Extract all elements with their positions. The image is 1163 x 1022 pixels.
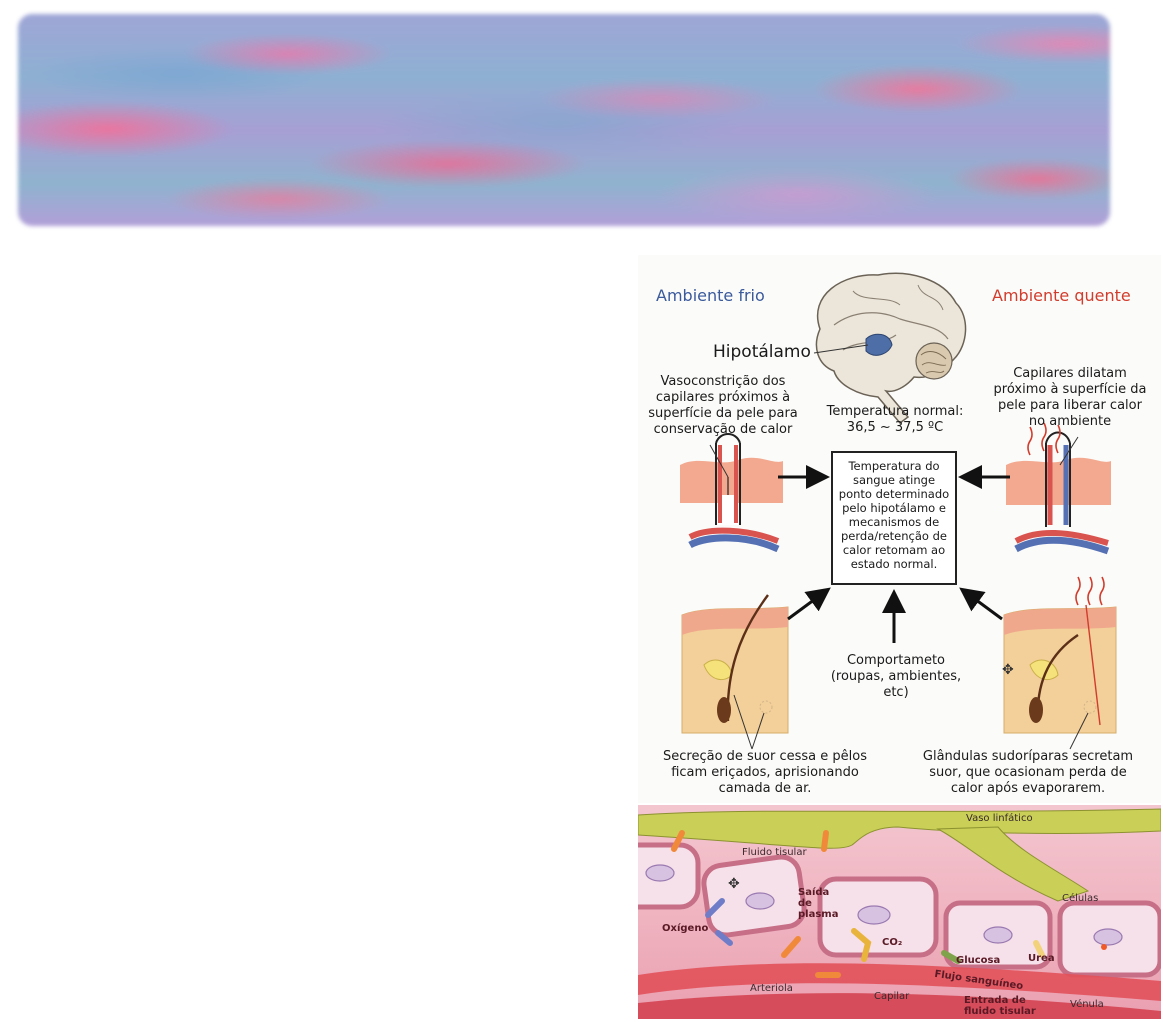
co2-label: CO₂: [882, 937, 902, 948]
hot-skin-block-icon: [1004, 577, 1116, 733]
blood-temperature-box: Temperatura do sangue atinge ponto deter…: [831, 451, 957, 585]
behavior-label: Comportameto (roupas, ambientes, etc): [816, 653, 976, 701]
hot-environment-title: Ambiente quente: [992, 288, 1131, 304]
move-cursor-icon: ✥: [728, 877, 740, 891]
decorative-banner: [18, 14, 1110, 226]
cold-skin-block-icon: [682, 595, 788, 733]
normal-temperature-label: Temperatura normal: 36,5 ~ 37,5 ºC: [810, 404, 980, 436]
vasoconstriction-label: Vasoconstrição dos capilares próximos à …: [638, 374, 808, 438]
move-cursor-icon: ✥: [1002, 663, 1014, 677]
lymph-vessel-label: Vaso linfático: [966, 813, 1033, 824]
glucose-label: Glucosa: [956, 955, 1000, 966]
arteriole-label: Arteriola: [750, 983, 793, 994]
cold-environment-title: Ambiente frio: [656, 288, 765, 304]
plasma-exit-label: Saída de plasma: [798, 887, 838, 920]
cold-skin-vessel-icon: [680, 434, 783, 549]
vasodilation-label: Capilares dilatam próximo à superfície d…: [984, 366, 1156, 430]
capillary-exchange-diagram: Vaso linfático Fluido tisular Saída de p…: [638, 805, 1161, 1019]
tissue-fluid-entry-label: Entrada de fluido tisular: [964, 995, 1036, 1017]
oxygen-label: Oxígeno: [662, 923, 708, 934]
capillary-artwork: [638, 805, 1161, 1019]
urea-label: Urea: [1028, 953, 1055, 964]
hot-skin-vessel-icon: [1006, 423, 1111, 551]
cold-sweat-label: Secreção de suor cessa e pêlos ficam eri…: [640, 749, 890, 797]
hypothalamus-label: Hipotálamo: [713, 344, 811, 360]
tissue-fluid-label: Fluido tisular: [742, 847, 807, 858]
hot-sweat-label: Glândulas sudoríparas secretam suor, que…: [902, 749, 1154, 797]
cells-label: Células: [1062, 893, 1098, 904]
capillary-label: Capilar: [874, 991, 909, 1002]
brain-icon: [816, 273, 965, 423]
venule-label: Vénula: [1070, 999, 1104, 1010]
thermoregulation-diagram: Ambiente frio Ambiente quente Hipotálamo…: [638, 255, 1161, 803]
